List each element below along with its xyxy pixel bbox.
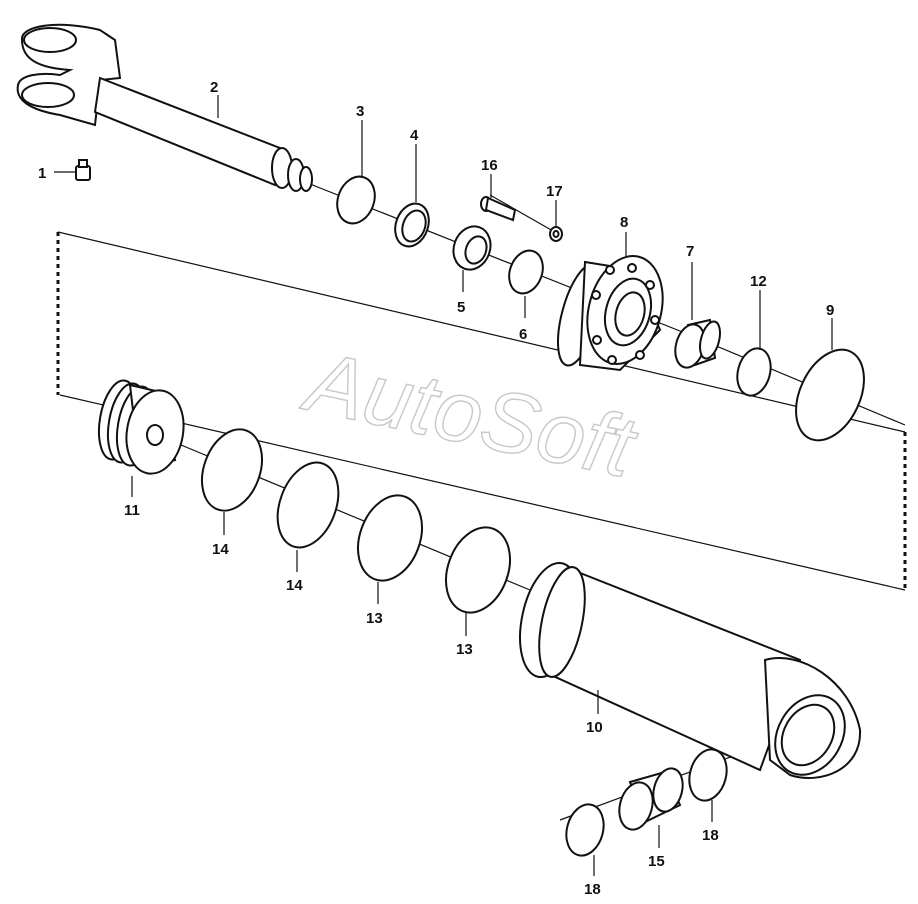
cylinder-tube-part bbox=[519, 561, 862, 779]
callout-labels: 1 2 3 4 5 6 7 8 9 10 11 12 13 13 14 14 1… bbox=[38, 79, 834, 898]
label-6: 6 bbox=[519, 326, 527, 343]
label-8: 8 bbox=[620, 214, 628, 231]
label-15: 15 bbox=[648, 853, 665, 870]
label-14b: 14 bbox=[286, 577, 303, 594]
piston-seal-part-b bbox=[276, 461, 340, 572]
label-13a: 13 bbox=[366, 610, 383, 627]
label-18b: 18 bbox=[584, 881, 601, 898]
label-14a: 14 bbox=[212, 541, 229, 558]
label-3: 3 bbox=[356, 103, 364, 120]
label-4: 4 bbox=[410, 127, 419, 144]
washer-part bbox=[549, 200, 563, 242]
label-10: 10 bbox=[586, 719, 603, 736]
cylinder-head-part bbox=[557, 232, 664, 372]
retaining-ring-part-a bbox=[688, 748, 728, 822]
piston-seal-part-a bbox=[201, 428, 263, 535]
label-18a: 18 bbox=[702, 827, 719, 844]
label-17: 17 bbox=[546, 183, 563, 200]
label-5: 5 bbox=[457, 299, 465, 316]
label-16: 16 bbox=[481, 157, 498, 174]
bushing-part bbox=[618, 767, 684, 848]
label-2: 2 bbox=[210, 79, 218, 96]
piston-part bbox=[97, 379, 185, 497]
backup-ring-part bbox=[394, 144, 430, 248]
wiper-seal-part bbox=[452, 225, 492, 292]
label-11: 11 bbox=[124, 502, 140, 519]
backup-ring-small-part bbox=[736, 290, 772, 397]
grease-nipple-part bbox=[54, 159, 91, 181]
guide-bushing-part bbox=[674, 262, 721, 369]
head-o-ring-part bbox=[795, 318, 865, 442]
label-13b: 13 bbox=[456, 641, 473, 658]
wear-ring-part-b bbox=[445, 526, 511, 636]
wear-ring-part-a bbox=[357, 494, 423, 604]
label-9: 9 bbox=[826, 302, 834, 319]
bolt-part bbox=[480, 174, 517, 222]
piston-rod-part bbox=[16, 23, 313, 192]
label-1: 1 bbox=[38, 165, 46, 182]
o-ring-part bbox=[336, 120, 376, 225]
retaining-ring-part-b bbox=[565, 803, 605, 876]
rod-seal-part bbox=[508, 249, 544, 318]
label-7: 7 bbox=[686, 243, 694, 260]
label-12: 12 bbox=[750, 273, 767, 290]
